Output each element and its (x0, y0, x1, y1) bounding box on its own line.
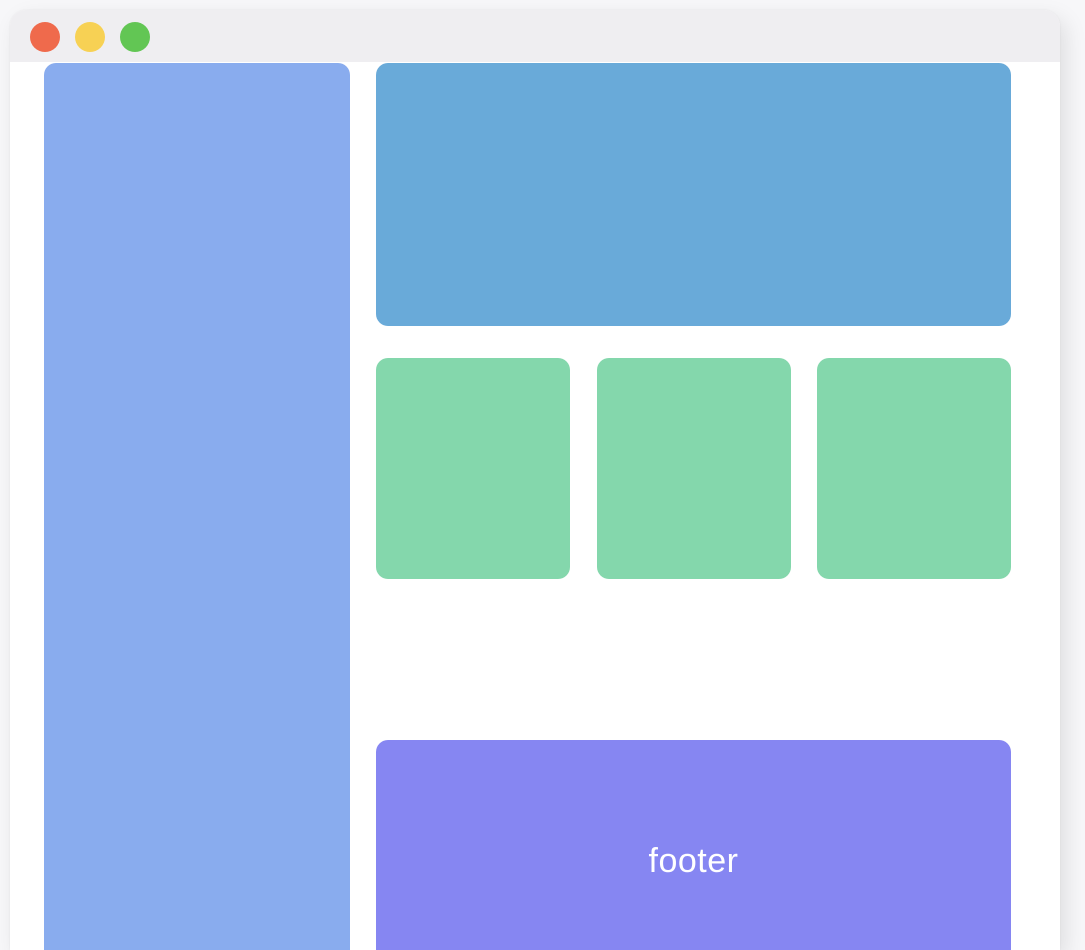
zoom-window-button[interactable] (120, 22, 150, 52)
sidebar-block (44, 63, 350, 950)
content-card-3 (817, 358, 1011, 579)
window-titlebar (10, 10, 1060, 62)
minimize-window-button[interactable] (75, 22, 105, 52)
close-window-button[interactable] (30, 22, 60, 52)
footer-label: footer (648, 841, 739, 880)
footer-block: footer (376, 740, 1011, 950)
app-window: footer (10, 10, 1060, 950)
content-card-2 (597, 358, 791, 579)
content-card-1 (376, 358, 570, 579)
header-block (376, 63, 1011, 326)
